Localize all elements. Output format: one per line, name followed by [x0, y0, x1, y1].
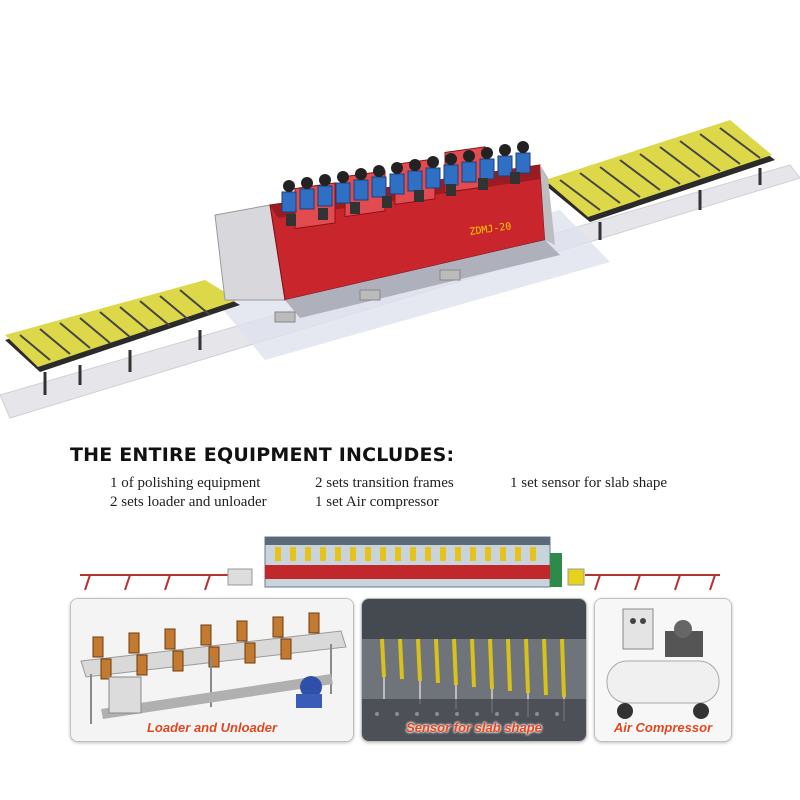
item-transition-frames: 2 sets transition frames [315, 475, 454, 491]
panel-caption-compressor: Air Compressor [613, 720, 713, 735]
slab-sensor-photo [362, 599, 586, 741]
panel-slab-sensor: Sensor for slab shape [361, 598, 587, 742]
right-conveyor [545, 120, 775, 240]
polishing-machine: ZDMJ-20 [214, 141, 560, 323]
left-conveyor [5, 280, 240, 395]
polishing-line-illustration: ZDMJ-20 [0, 120, 800, 419]
item-polishing-equipment: 1 of polishing equipment [110, 475, 261, 491]
air-compressor-photo [595, 599, 731, 741]
panel-loader-unloader: Loader and Unloader [70, 598, 354, 742]
panel-caption-loader: Loader and Unloader [146, 720, 278, 735]
panel-caption-sensor: Sensor for slab shape [406, 720, 542, 735]
panel-air-compressor: Air Compressor [594, 598, 732, 742]
item-slab-sensor: 1 set sensor for slab shape [510, 475, 668, 491]
loader-unloader-photo [71, 599, 353, 741]
page-title: THE ENTIRE EQUIPMENT INCLUDES: [70, 444, 455, 466]
item-loader-unloader: 2 sets loader and unloader [110, 494, 267, 510]
line-side-view [80, 536, 720, 591]
item-air-compressor: 1 set Air compressor [315, 494, 439, 510]
